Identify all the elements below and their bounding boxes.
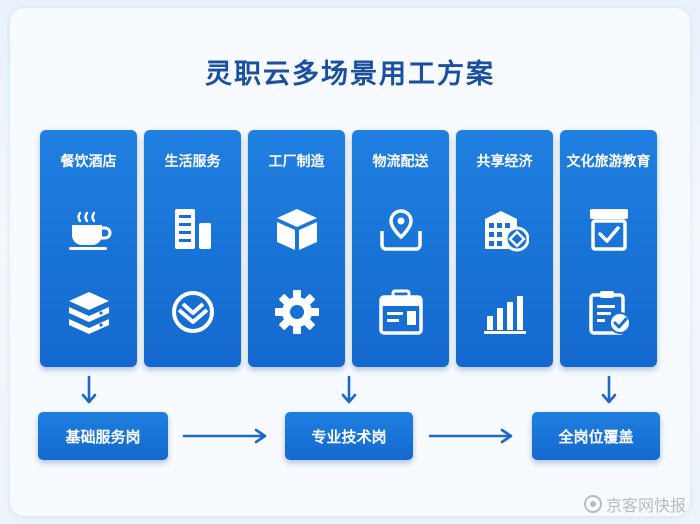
scenario-label: 生活服务 bbox=[164, 154, 221, 170]
scenario-label: 餐饮酒店 bbox=[60, 154, 117, 170]
download-circle-icon bbox=[169, 288, 217, 336]
scenario-label: 物流配送 bbox=[372, 154, 429, 170]
right-arrow-icon bbox=[428, 428, 516, 444]
clipboard-check-icon bbox=[585, 288, 633, 336]
right-arrow-icon bbox=[182, 428, 270, 444]
watermark-logo-icon bbox=[583, 495, 602, 513]
scenario-card-catering: 餐饮酒店 bbox=[40, 130, 137, 367]
down-arrow-icon bbox=[81, 375, 97, 405]
checklist-icon bbox=[585, 205, 633, 253]
down-arrow-icon bbox=[601, 375, 617, 405]
watermark-text: 京客网快报 bbox=[605, 496, 686, 515]
stage-label: 全岗位覆盖 bbox=[558, 427, 634, 446]
scenario-label: 文化旅游教育 bbox=[566, 154, 651, 170]
shared-building-icon bbox=[481, 205, 529, 253]
bar-chart-icon bbox=[481, 288, 529, 336]
id-badge-icon bbox=[377, 288, 425, 336]
stage-professional-technical: 专业技术岗 bbox=[285, 412, 413, 460]
box-icon bbox=[273, 205, 321, 253]
scenario-card-sharing-economy: 共享经济 bbox=[456, 130, 553, 367]
scenario-label: 工厂制造 bbox=[268, 154, 325, 170]
building-icon bbox=[169, 205, 217, 253]
stage-label: 专业技术岗 bbox=[311, 427, 387, 446]
stage-label: 基础服务岗 bbox=[65, 427, 141, 446]
scenario-card-life-service: 生活服务 bbox=[144, 130, 241, 367]
coffee-cup-icon bbox=[65, 205, 113, 253]
location-tray-icon bbox=[377, 205, 425, 253]
down-arrow-icon bbox=[341, 375, 357, 405]
gear-icon bbox=[273, 288, 321, 336]
scenario-card-culture-tourism-education: 文化旅游教育 bbox=[560, 130, 657, 367]
scenario-card-logistics: 物流配送 bbox=[352, 130, 449, 367]
server-stack-icon bbox=[65, 288, 113, 336]
stage-full-coverage: 全岗位覆盖 bbox=[532, 412, 660, 460]
stage-basic-service: 基础服务岗 bbox=[38, 412, 168, 460]
scenario-card-manufacturing: 工厂制造 bbox=[248, 130, 345, 367]
watermark: 京客网快报 bbox=[583, 492, 686, 516]
scenario-label: 共享经济 bbox=[476, 154, 533, 170]
page-title: 灵职云多场景用工方案 bbox=[205, 59, 495, 90]
